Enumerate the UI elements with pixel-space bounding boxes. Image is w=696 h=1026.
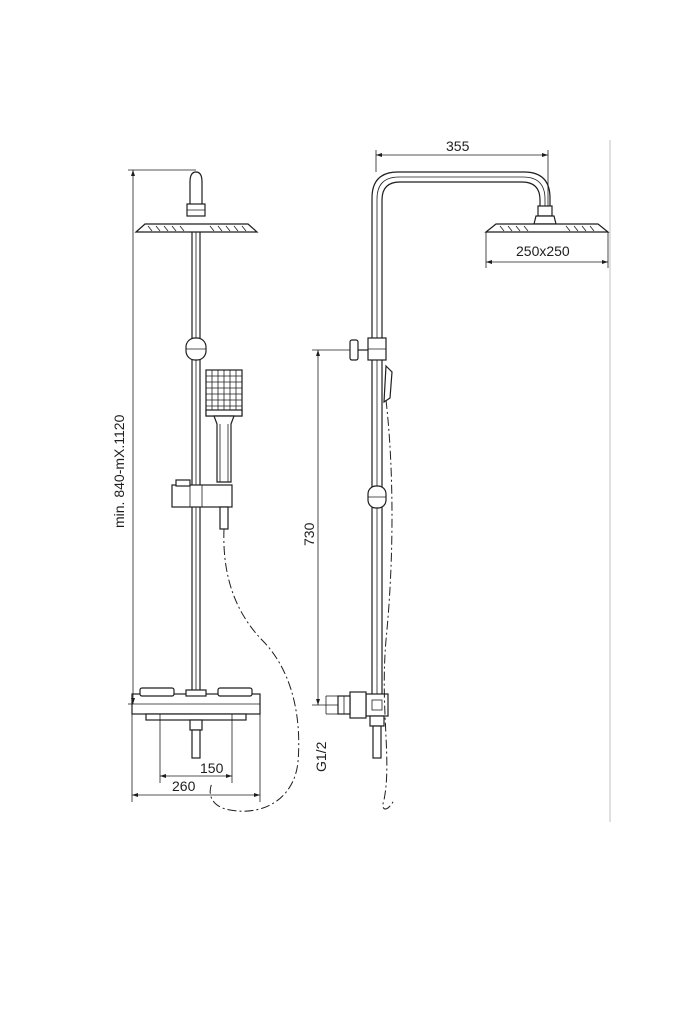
dim-355-label: 355 bbox=[446, 138, 470, 154]
front-shower-head bbox=[134, 223, 259, 233]
side-outlet-nut bbox=[369, 715, 385, 727]
front-hose bbox=[209, 528, 300, 812]
dim-730-label: 730 bbox=[301, 522, 317, 546]
dim-260-label: 260 bbox=[172, 778, 196, 794]
side-shower-head-nozzles bbox=[499, 225, 595, 232]
side-hose bbox=[382, 399, 395, 810]
front-outlet-nut bbox=[189, 719, 203, 731]
side-inlet-body bbox=[349, 691, 367, 719]
side-shower-head bbox=[484, 223, 610, 233]
side-arm-outer bbox=[371, 171, 551, 340]
front-hand-shower-grid bbox=[206, 370, 242, 410]
side-view: 250x250 355 bbox=[301, 138, 610, 810]
side-head-connector bbox=[537, 205, 553, 217]
front-mixer-handle-left bbox=[139, 687, 175, 697]
side-hand-shower bbox=[383, 364, 393, 404]
dim-height-label: min. 840-mX.1120 bbox=[111, 414, 127, 528]
dim-150-label: 150 bbox=[200, 760, 224, 776]
dim-g12-label: G1/2 bbox=[313, 741, 329, 772]
side-knob bbox=[349, 339, 359, 361]
side-outlet-spout bbox=[372, 725, 382, 759]
front-shower-head-nozzles bbox=[147, 225, 247, 232]
front-outlet-spout bbox=[191, 729, 201, 759]
front-mixer-handle-right bbox=[217, 687, 253, 697]
front-arm-top bbox=[189, 171, 203, 208]
front-hose-connector bbox=[219, 506, 229, 530]
front-hand-shower-handle bbox=[213, 415, 235, 483]
side-arm-inner bbox=[381, 181, 541, 340]
front-view: 150 260 min. 840-mX.1120 bbox=[111, 169, 300, 812]
dim-250-label: 250x250 bbox=[516, 243, 570, 259]
